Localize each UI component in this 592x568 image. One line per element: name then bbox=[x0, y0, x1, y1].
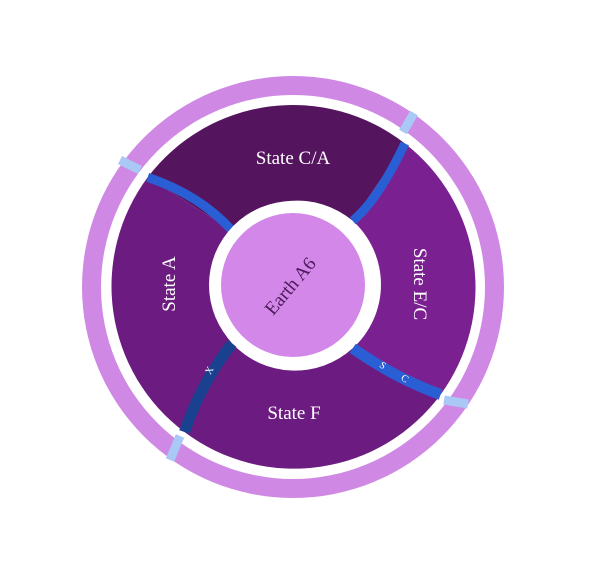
connector-top-right bbox=[349, 141, 409, 225]
center-circle bbox=[221, 213, 365, 357]
connector-bottom-left bbox=[179, 340, 237, 434]
ring-notch-top-right bbox=[399, 110, 418, 135]
connector-bottom-right bbox=[349, 343, 443, 400]
connector-top-left bbox=[146, 173, 236, 234]
label-state-c-a: State C/A bbox=[256, 148, 331, 169]
label-state-f: State F bbox=[267, 403, 320, 424]
label-state-e-c: State E/C bbox=[409, 248, 430, 320]
sector-state-f bbox=[184, 343, 441, 469]
label-state-a: State A bbox=[159, 256, 180, 312]
sector-state-a bbox=[111, 177, 233, 432]
ring-notch-bottom-right bbox=[443, 395, 469, 409]
sector-state-e-c bbox=[352, 143, 476, 395]
ring-notch-left bbox=[117, 155, 143, 175]
ring-notch-bottom-left bbox=[165, 434, 185, 462]
connector-label-s: S bbox=[377, 360, 388, 372]
sector-state-c-a bbox=[147, 104, 405, 231]
